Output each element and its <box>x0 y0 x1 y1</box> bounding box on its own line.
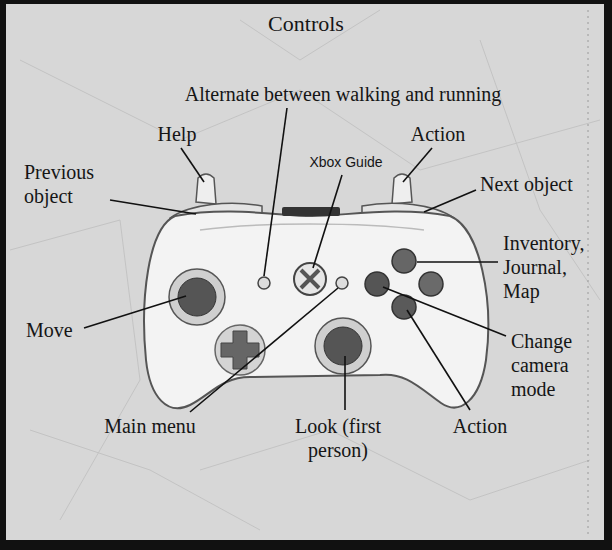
label-holder: Look (first person) <box>282 414 394 462</box>
label-holder: Next object <box>480 172 604 196</box>
paper-edge-dots <box>588 10 589 535</box>
paper-ground <box>6 4 604 540</box>
callout-label: Xbox Guide <box>292 150 400 174</box>
callout-label: Move <box>26 318 96 342</box>
leader-line <box>344 356 346 410</box>
callout-label: Help <box>140 122 214 146</box>
right-stick-ring <box>315 318 371 374</box>
left-trigger <box>196 174 216 204</box>
callout-label: Inventory, Journal, Map <box>503 231 603 303</box>
leader-line <box>424 190 476 212</box>
dpad <box>221 331 259 369</box>
leader-line <box>84 296 186 328</box>
dpad-ring <box>215 325 265 375</box>
callout-label: Next object <box>480 172 604 196</box>
label-holder: Main menu <box>86 414 214 438</box>
label-holder: Xbox Guide <box>292 150 400 174</box>
callout-label: Change camera mode <box>511 329 603 401</box>
back-button <box>258 277 270 289</box>
callout-label: Main menu <box>86 414 214 438</box>
label-holder: Action <box>398 122 478 146</box>
callout-label: Alternate between walking and running <box>118 82 568 106</box>
label-holder: Previous object <box>24 160 128 208</box>
label-holder: Alternate between walking and running <box>118 82 568 106</box>
callout-label: Action <box>398 122 478 146</box>
body-seam <box>200 224 424 230</box>
guide-button <box>294 263 326 295</box>
leader-line <box>181 148 204 182</box>
label-holder: Controls <box>206 12 406 36</box>
leader-line <box>407 310 470 410</box>
leader-line <box>403 148 432 182</box>
callout-label: Previous object <box>24 160 128 208</box>
label-holder: Action <box>440 414 520 438</box>
leader-line <box>110 200 196 214</box>
guide-x <box>301 270 319 288</box>
callout-label: Look (first person) <box>282 414 394 462</box>
b-button <box>419 272 443 296</box>
y-button <box>392 249 416 273</box>
right-trigger <box>392 174 412 204</box>
callout-label: Action <box>440 414 520 438</box>
label-holder: Inventory, Journal, Map <box>503 231 603 303</box>
title: Controls <box>206 12 406 36</box>
leader-lines <box>84 108 506 412</box>
leader-line <box>190 288 338 412</box>
start-button <box>336 277 348 289</box>
x-button <box>365 272 389 296</box>
leader-line <box>383 287 506 336</box>
controller-body <box>144 212 488 409</box>
leader-line <box>264 108 287 276</box>
right-stick <box>324 327 362 365</box>
label-holder: Help <box>140 122 214 146</box>
label-holder: Change camera mode <box>511 329 603 401</box>
leader-line <box>313 175 342 268</box>
left-stick-ring <box>169 269 225 325</box>
leader-line <box>417 261 498 263</box>
label-holder: Move <box>26 318 96 342</box>
